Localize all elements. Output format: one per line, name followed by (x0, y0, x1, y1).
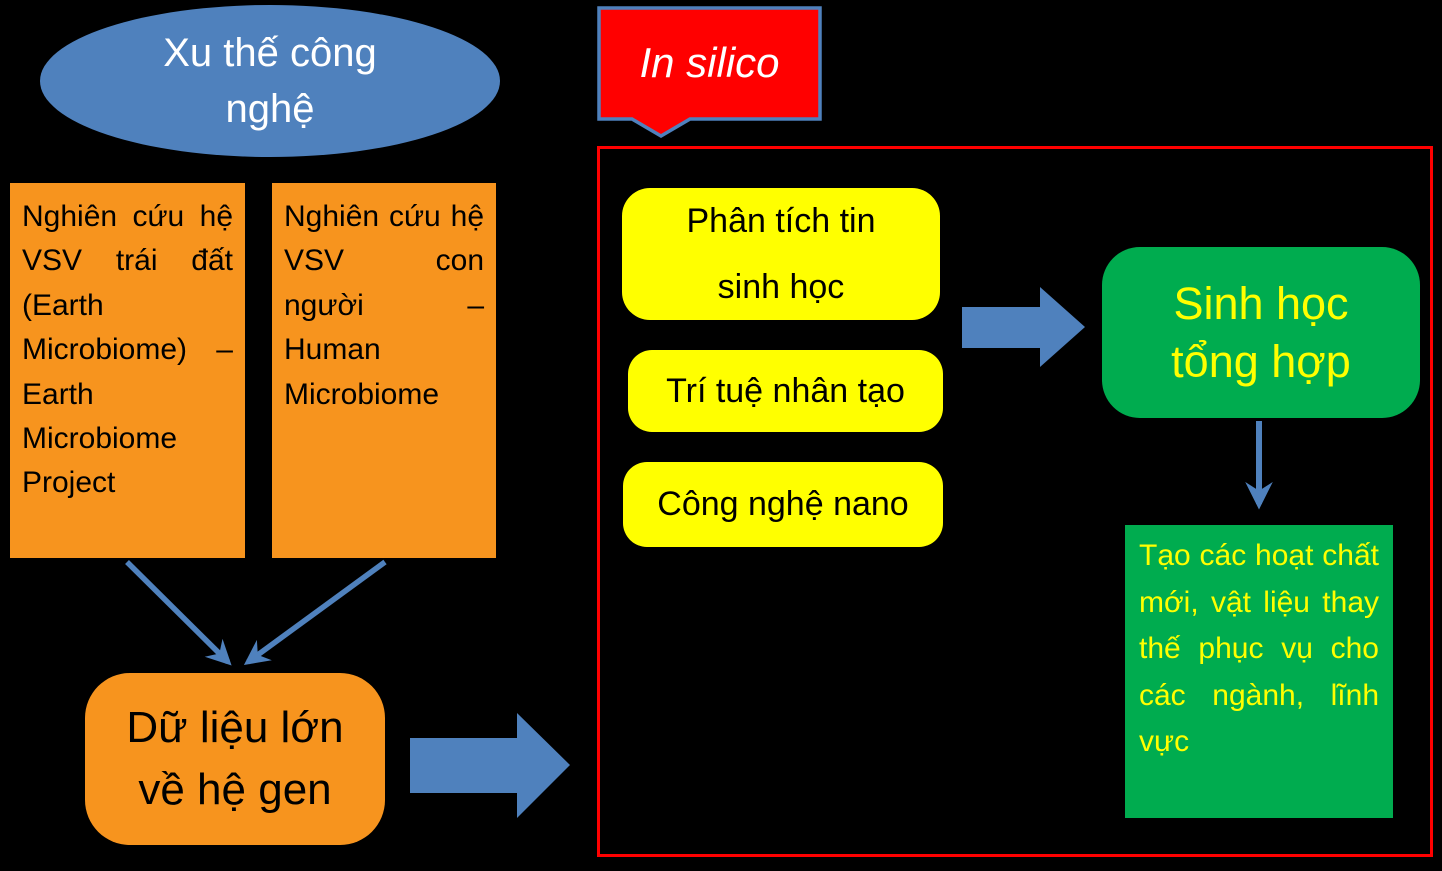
earth-microbiome-box: Nghiên cứu hệ VSV trái đất (Earth Microb… (10, 183, 245, 558)
human-microbiome-box: Nghiên cứu hệ VSV con người – Human Micr… (272, 183, 496, 558)
big-data-line2: về hệ gen (138, 765, 332, 814)
synthetic-biology-line1: Sinh học (1173, 278, 1349, 330)
arrow-earth-to-bigdata-line (125, 560, 232, 666)
in-silico-region-frame (597, 146, 1433, 857)
synthetic-biology-box: Sinh học tổng hợp (1102, 247, 1420, 418)
big-data-box: Dữ liệu lớn về hệ gen (85, 673, 385, 845)
arrow-bigdata-to-region (410, 713, 570, 818)
ai-box: Trí tuệ nhân tạo (628, 350, 943, 432)
synthetic-biology-line2: tổng hợp (1171, 335, 1351, 387)
in-silico-label: In silico (639, 39, 780, 86)
arrow-human-to-bigdata-line (243, 559, 387, 665)
trend-ellipse-line2: nghệ (225, 87, 315, 131)
nano-box: Công nghệ nano (623, 462, 943, 547)
trend-ellipse-line1: Xu thế công (163, 31, 377, 75)
bioinformatics-line1: Phân tích tin (686, 201, 876, 240)
applications-box: Tạo các hoạt chất mới, vật liệu thay thế… (1125, 525, 1393, 818)
trend-ellipse: Xu thế công nghệ (40, 5, 500, 157)
bioinformatics-line2: sinh học (717, 268, 845, 306)
arrow-tools-to-synbio (962, 287, 1085, 367)
big-data-line1: Dữ liệu lớn (126, 702, 344, 752)
bioinformatics-box: Phân tích tin sinh học (622, 188, 940, 320)
in-silico-callout-shape (597, 6, 822, 139)
